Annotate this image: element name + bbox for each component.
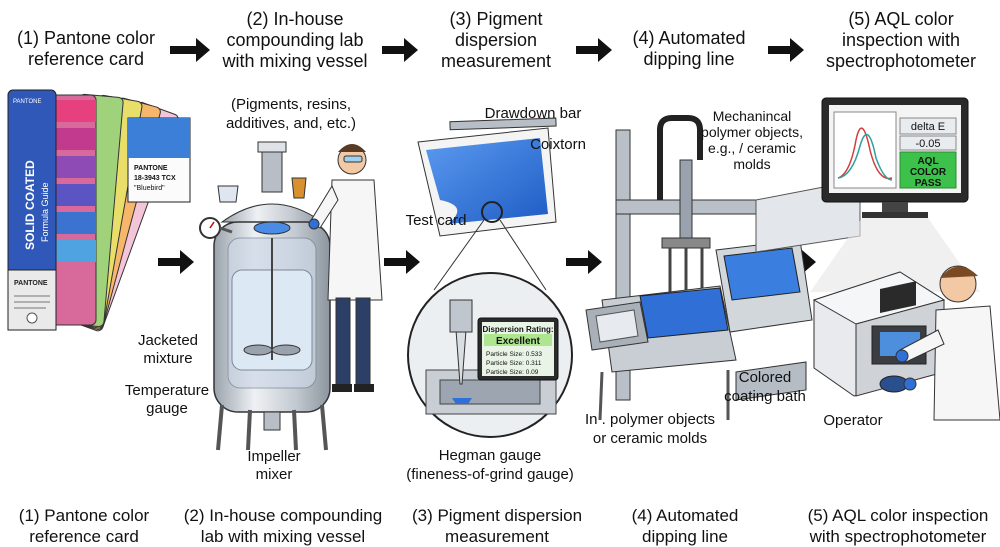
monitor — [810, 97, 980, 292]
mid-arrow-3 — [566, 250, 602, 274]
mid-arrow-2 — [384, 250, 420, 274]
pantone-fan-subtitle: Formula Guide — [40, 182, 50, 242]
aql-metric-value: -0.05 — [915, 138, 940, 150]
particle-size-3: Particle Size: 0.09 — [486, 369, 539, 376]
lab-technician — [308, 144, 383, 392]
aql-status-line-2: COLOR — [910, 167, 947, 178]
aql-metric-label: delta E — [911, 121, 945, 133]
impeller-mixer-label: Impeller mixer — [247, 448, 301, 483]
aql-status-line-1: AQL — [917, 156, 938, 167]
input-objects-label: In . polymer objects or ceramic molds — [584, 411, 716, 447]
top-arrow-2 — [382, 38, 418, 62]
caption-4: (4) Automated dipping line — [631, 506, 739, 546]
operator-figure — [879, 265, 1000, 421]
caption-1: (1) Pantone color reference card — [18, 506, 150, 546]
dipping-line-machine — [585, 115, 861, 421]
particle-size-2: Particle Size: 0.311 — [486, 360, 542, 367]
test-card-label: Test card — [405, 212, 467, 229]
step-5-title: (5) AQL color inspection with spectropho… — [825, 9, 977, 71]
dispersion-panel-title: Dispersion Rating: — [482, 325, 553, 334]
pantone-fan-brand: PANTONE — [13, 99, 41, 105]
step-4-title: (4) Automated dipping line — [632, 28, 746, 69]
mechanical-objects-label: Mechanincal polymer objects, e.g., / cer… — [701, 108, 803, 172]
pantone-fan-guide-label: SOLID COATED — [23, 160, 37, 250]
hegman-gauge-closeup — [407, 272, 573, 438]
swatch-brand: PANTONE — [134, 165, 168, 172]
drawdown-card — [417, 117, 557, 291]
top-arrow-4 — [768, 38, 804, 62]
swatch-code: 18-3943 TCX — [134, 175, 176, 182]
mixing-vessel — [199, 141, 331, 451]
swatch-name: "Bluebird" — [134, 185, 165, 192]
jacketed-mixture-label: Jacketed mixture — [137, 332, 199, 367]
mid-arrow-1 — [158, 250, 194, 274]
inputs-label: (Pigments, resins, additives, and, etc.) — [225, 96, 357, 132]
step-1-title: (1) Pantone color reference card — [16, 28, 156, 69]
caption-3: (3) Pigment dispersion measurement — [411, 506, 583, 546]
step-3-title: (3) Pigment dispersion measurement — [440, 9, 552, 71]
dispersion-panel-rating: Excellent — [496, 336, 541, 347]
aql-status-line-3: PASS — [915, 178, 942, 189]
top-arrow-1 — [170, 38, 210, 62]
pantone-swatch-card — [127, 117, 191, 203]
coating-bath-label: Colored coating bath — [724, 369, 806, 405]
drawdown-bar-label: Drawdown bar — [484, 105, 582, 122]
particle-size-1: Particle Size: 0.533 — [486, 351, 542, 358]
step-2-title: (2) In-house compounding lab with mixing… — [222, 9, 368, 71]
coixtorn-label: Coixtorn — [530, 136, 586, 153]
top-arrow-3 — [576, 38, 612, 62]
spectrophotometer — [812, 271, 946, 397]
hegman-gauge-label: Hegman gauge (fineness-of-grind gauge) — [406, 447, 574, 483]
operator-label: Operator — [823, 412, 883, 429]
caption-2: (2) In-house compounding lab with mixing… — [183, 506, 383, 546]
temperature-gauge-label: Temperature gauge — [124, 382, 210, 417]
pantone-fan-bottom-brand: PANTONE — [14, 280, 48, 287]
caption-5: (5) AQL color inspection with spectropho… — [807, 506, 989, 546]
